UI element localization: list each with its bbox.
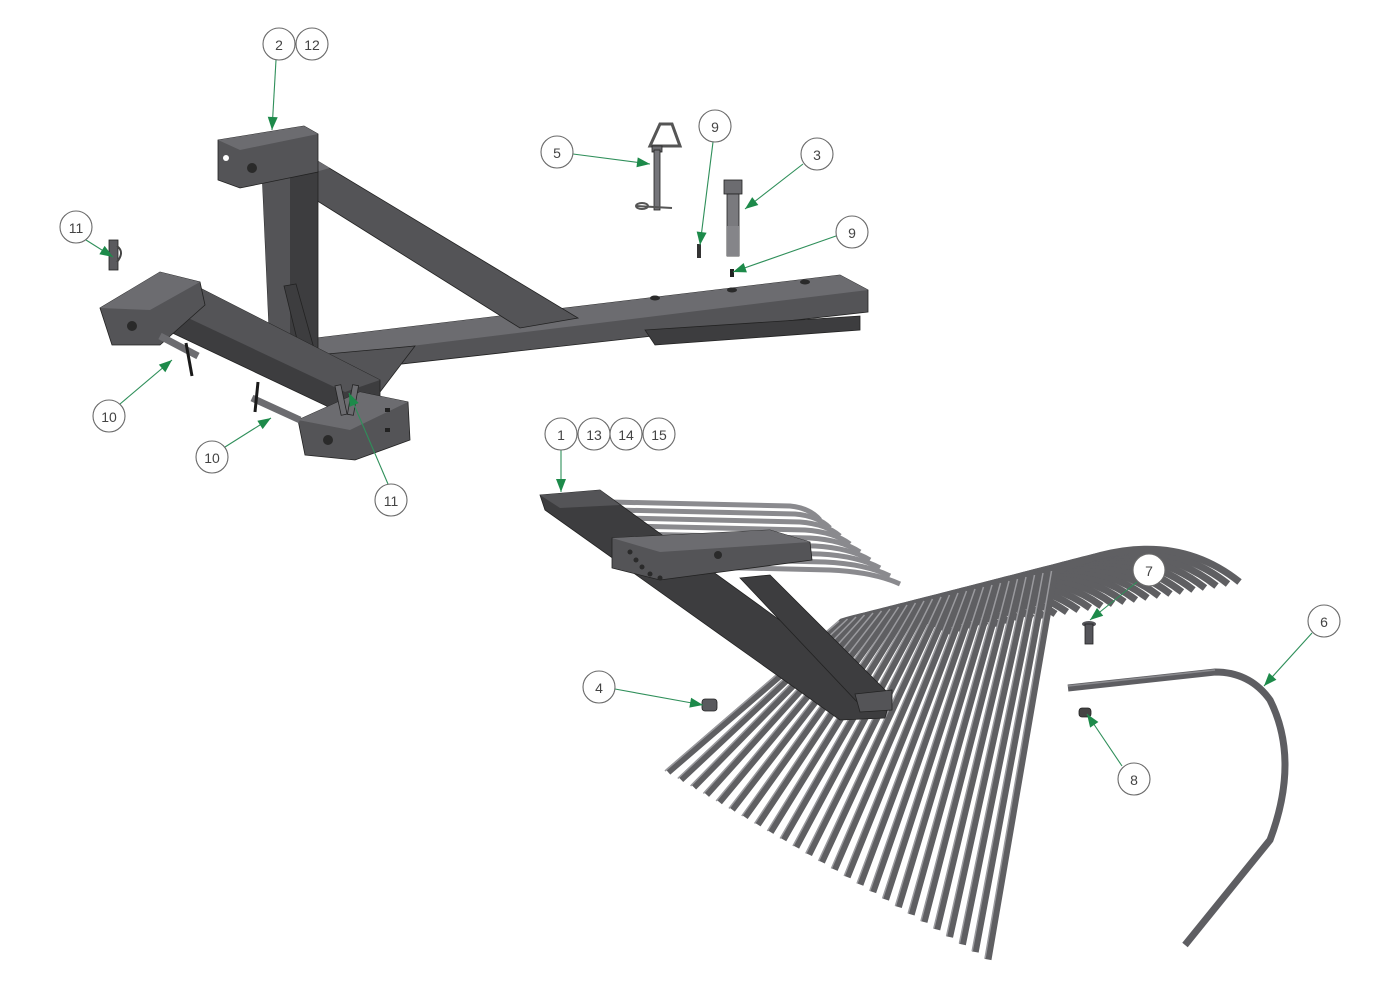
leader-lines [85, 59, 1313, 767]
lift-arm-pin-left [158, 332, 200, 377]
callout-balloon-c14: 14 [609, 417, 643, 451]
callout-number: 12 [304, 37, 320, 53]
hex-bolt [723, 179, 743, 257]
arrowhead-icon [1264, 673, 1277, 686]
callout-balloon-c8: 8 [1117, 762, 1151, 796]
rake-tine [984, 545, 1242, 961]
callout-number: 1 [557, 427, 565, 443]
callout-number: 14 [618, 427, 634, 443]
callout-balloon-c2: 2 [262, 27, 296, 61]
arrowhead-icon [636, 157, 650, 168]
callout-balloon-c10b: 10 [195, 440, 229, 474]
arrowhead-icon [696, 231, 707, 245]
callout-balloon-c4: 4 [582, 670, 616, 704]
leader-line [732, 235, 837, 273]
callout-balloon-c3: 3 [800, 137, 834, 171]
callout-balloon-c7: 7 [1132, 553, 1166, 587]
callout-balloon-c6: 6 [1307, 604, 1341, 638]
rake-tines [609, 499, 1242, 961]
curved-tine-loose [1067, 668, 1289, 948]
lift-arm-pin-right [250, 381, 302, 424]
hitch-frame [99, 125, 869, 461]
lynch-pin-lower [730, 269, 734, 277]
rake-head [539, 489, 893, 721]
arrowhead-icon [689, 697, 703, 708]
arrowhead-icon [267, 116, 278, 130]
callout-number: 10 [204, 450, 220, 466]
callout-number: 15 [651, 427, 667, 443]
arrowhead-icon [745, 197, 759, 209]
callout-number: 10 [101, 409, 117, 425]
callout-number: 9 [848, 225, 856, 241]
hex-nut [701, 698, 718, 712]
callout-balloon-c11a: 11 [59, 210, 93, 244]
callout-number: 3 [813, 147, 821, 163]
callout-number: 8 [1130, 772, 1138, 788]
callout-balloon-c15: 15 [642, 417, 676, 451]
callout-balloon-c13: 13 [577, 417, 611, 451]
callout-balloon-c5: 5 [540, 135, 574, 169]
callout-number: 7 [1145, 563, 1153, 579]
callout-number: 6 [1320, 614, 1328, 630]
leader-line [699, 141, 714, 246]
carriage-bolt [1082, 621, 1096, 645]
callout-number: 11 [384, 493, 399, 509]
callout-number: 13 [586, 427, 602, 443]
callout-number: 4 [595, 680, 603, 696]
callout-balloon-c10a: 10 [92, 399, 126, 433]
callout-balloon-c9a: 9 [698, 109, 732, 143]
lynch-pin-upper [697, 244, 701, 258]
callout-number: 2 [275, 37, 283, 53]
callout-number: 11 [69, 220, 84, 236]
callout-number: 5 [553, 145, 561, 161]
callout-balloon-c9b: 9 [835, 215, 869, 249]
callout-balloon-c11b: 11 [374, 483, 408, 517]
arrowhead-icon [733, 262, 747, 273]
leader-line [614, 688, 704, 706]
arrowhead-icon [1090, 607, 1104, 620]
arrowhead-icon [257, 418, 271, 430]
arrowhead-icon [158, 360, 172, 373]
callout-balloon-c1: 1 [544, 417, 578, 451]
arrowhead-icon [99, 245, 113, 257]
arrowhead-icon [556, 479, 566, 492]
arrowhead-icon [1087, 714, 1099, 728]
callout-number: 9 [711, 119, 719, 135]
callout-balloon-c12: 12 [295, 27, 329, 61]
hitch-pin-with-clip [635, 122, 683, 211]
leader-line [348, 392, 389, 485]
arrowhead-icon [349, 393, 359, 407]
